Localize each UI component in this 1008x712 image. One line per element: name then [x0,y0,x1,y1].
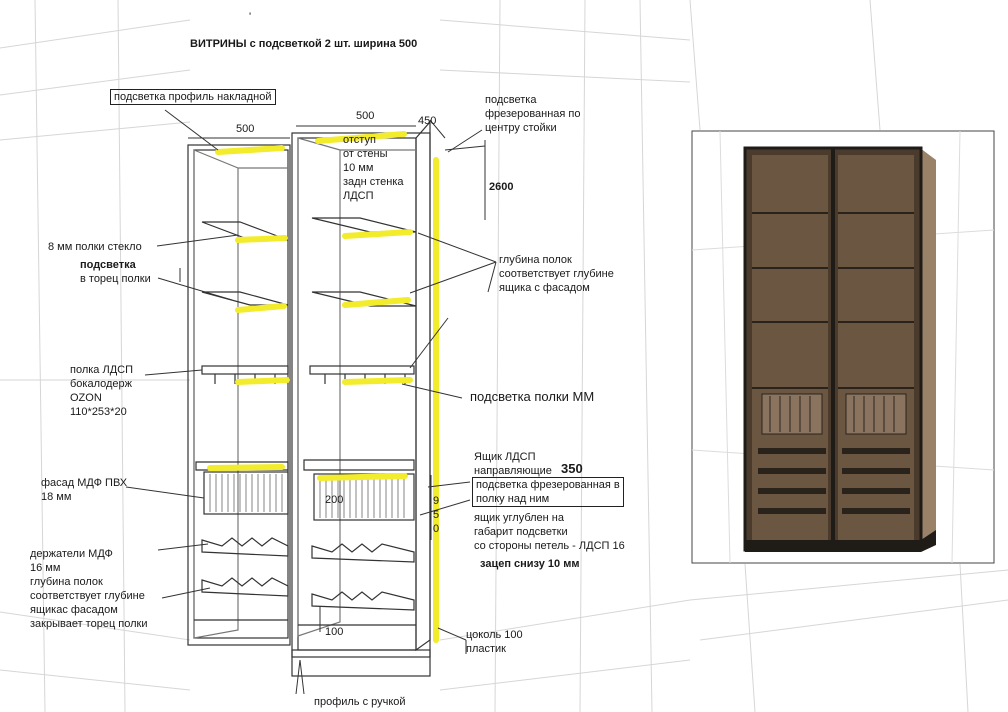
label-mdf-holders: держатели МДФ 16 мм глубина полок соотве… [30,548,148,630]
dim-drawer-height: 9 5 0 [433,495,440,535]
label-glass-shelves: 8 мм полки стекло [48,241,142,253]
tiny-mark: ' [249,11,252,23]
dim-depth: 450 [418,115,437,127]
label-light-milled: подсветка фрезерованная по центру стойки [485,94,581,134]
label-facade: фасад МДФ ПВХ 18 мм [41,477,128,503]
right-cabinet [291,120,431,677]
dim-height: 2600 [489,181,514,193]
dim-drawer-width: 200 [325,494,344,506]
led-strips [207,131,439,643]
label-drawer-milled: подсветка фрезерованная в полку над ним [472,477,624,507]
label-glass-holder: полка ЛДСП бокалодерж OZON 110*253*20 [70,364,133,418]
dim-bottom-gap: 100 [325,626,344,638]
label-handle-profile: профиль с ручкой [314,696,406,708]
dim-width-left: 500 [236,123,255,135]
leader-lines [125,109,497,695]
render-preview [691,130,995,564]
label-light-shelf-end: в торец полки [80,273,151,285]
left-cabinet [187,144,291,646]
dim-drawer-guides: 350 [561,461,583,476]
label-shelf-light-mm: подсветка полки ММ [470,389,595,404]
label-shelf-depth: глубина полок соответствует глубине ящик… [499,254,614,294]
label-offset-wall: отступ от стены 10 мм задн стенка ЛДСП [343,134,404,202]
label-plinth: цоколь 100 пластик [466,629,523,655]
label-light-shelf-end-title: подсветка [80,259,136,271]
dim-width-right: 500 [356,110,375,122]
label-drawer: Ящик ЛДСП направляющие [474,451,552,477]
label-drawer-recessed: ящик углублен на габарит подсветки со ст… [474,512,625,552]
label-light-profile: подсветка профиль накладной [110,89,276,105]
drawing-title: ВИТРИНЫ с подсветкой 2 шт. ширина 500 [190,38,418,50]
label-drawer-hook: зацеп снизу 10 мм [480,558,580,570]
